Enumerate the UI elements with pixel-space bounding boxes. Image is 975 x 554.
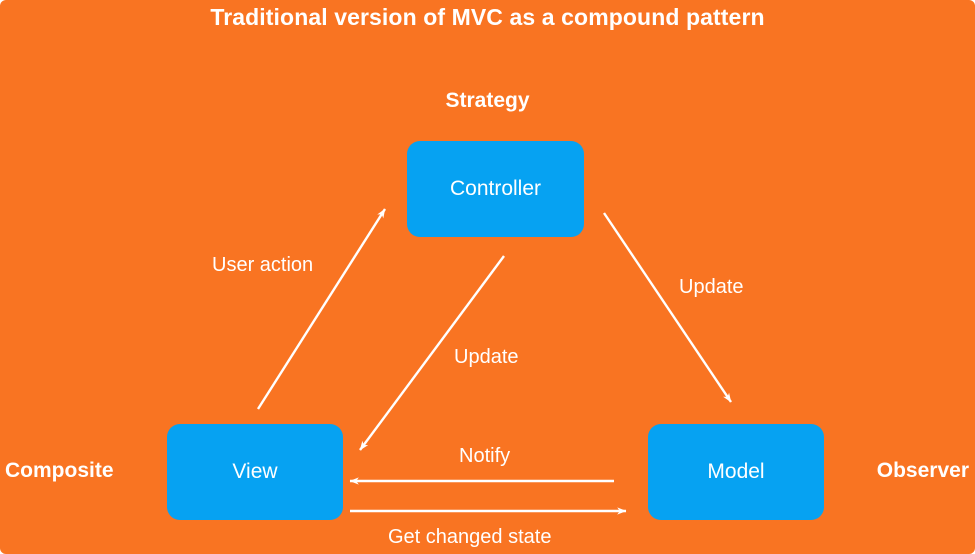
edge-user-action bbox=[256, 208, 387, 410]
node-view-label: View bbox=[232, 460, 278, 483]
edge-label-update-controller-to-view: Update bbox=[454, 346, 519, 368]
node-controller-label: Controller bbox=[449, 177, 542, 200]
diagram-title: Traditional version of MVC as a compound… bbox=[210, 4, 765, 30]
edge-update-right bbox=[603, 212, 732, 403]
edge-label-user-action: User action bbox=[212, 254, 314, 276]
edge-label-notify: Notify bbox=[459, 445, 511, 467]
node-model-label: Model bbox=[707, 460, 765, 483]
pattern-label-composite: Composite bbox=[5, 459, 114, 482]
edge-label-get-changed-state: Get changed state bbox=[388, 526, 552, 548]
pattern-label-observer: Observer bbox=[876, 459, 969, 482]
node-controller[interactable]: Controller bbox=[407, 141, 584, 237]
node-view[interactable]: View bbox=[167, 424, 343, 520]
edge-label-update-controller-to-model: Update bbox=[679, 276, 744, 298]
node-model[interactable]: Model bbox=[648, 424, 824, 520]
pattern-label-strategy: Strategy bbox=[445, 89, 530, 112]
